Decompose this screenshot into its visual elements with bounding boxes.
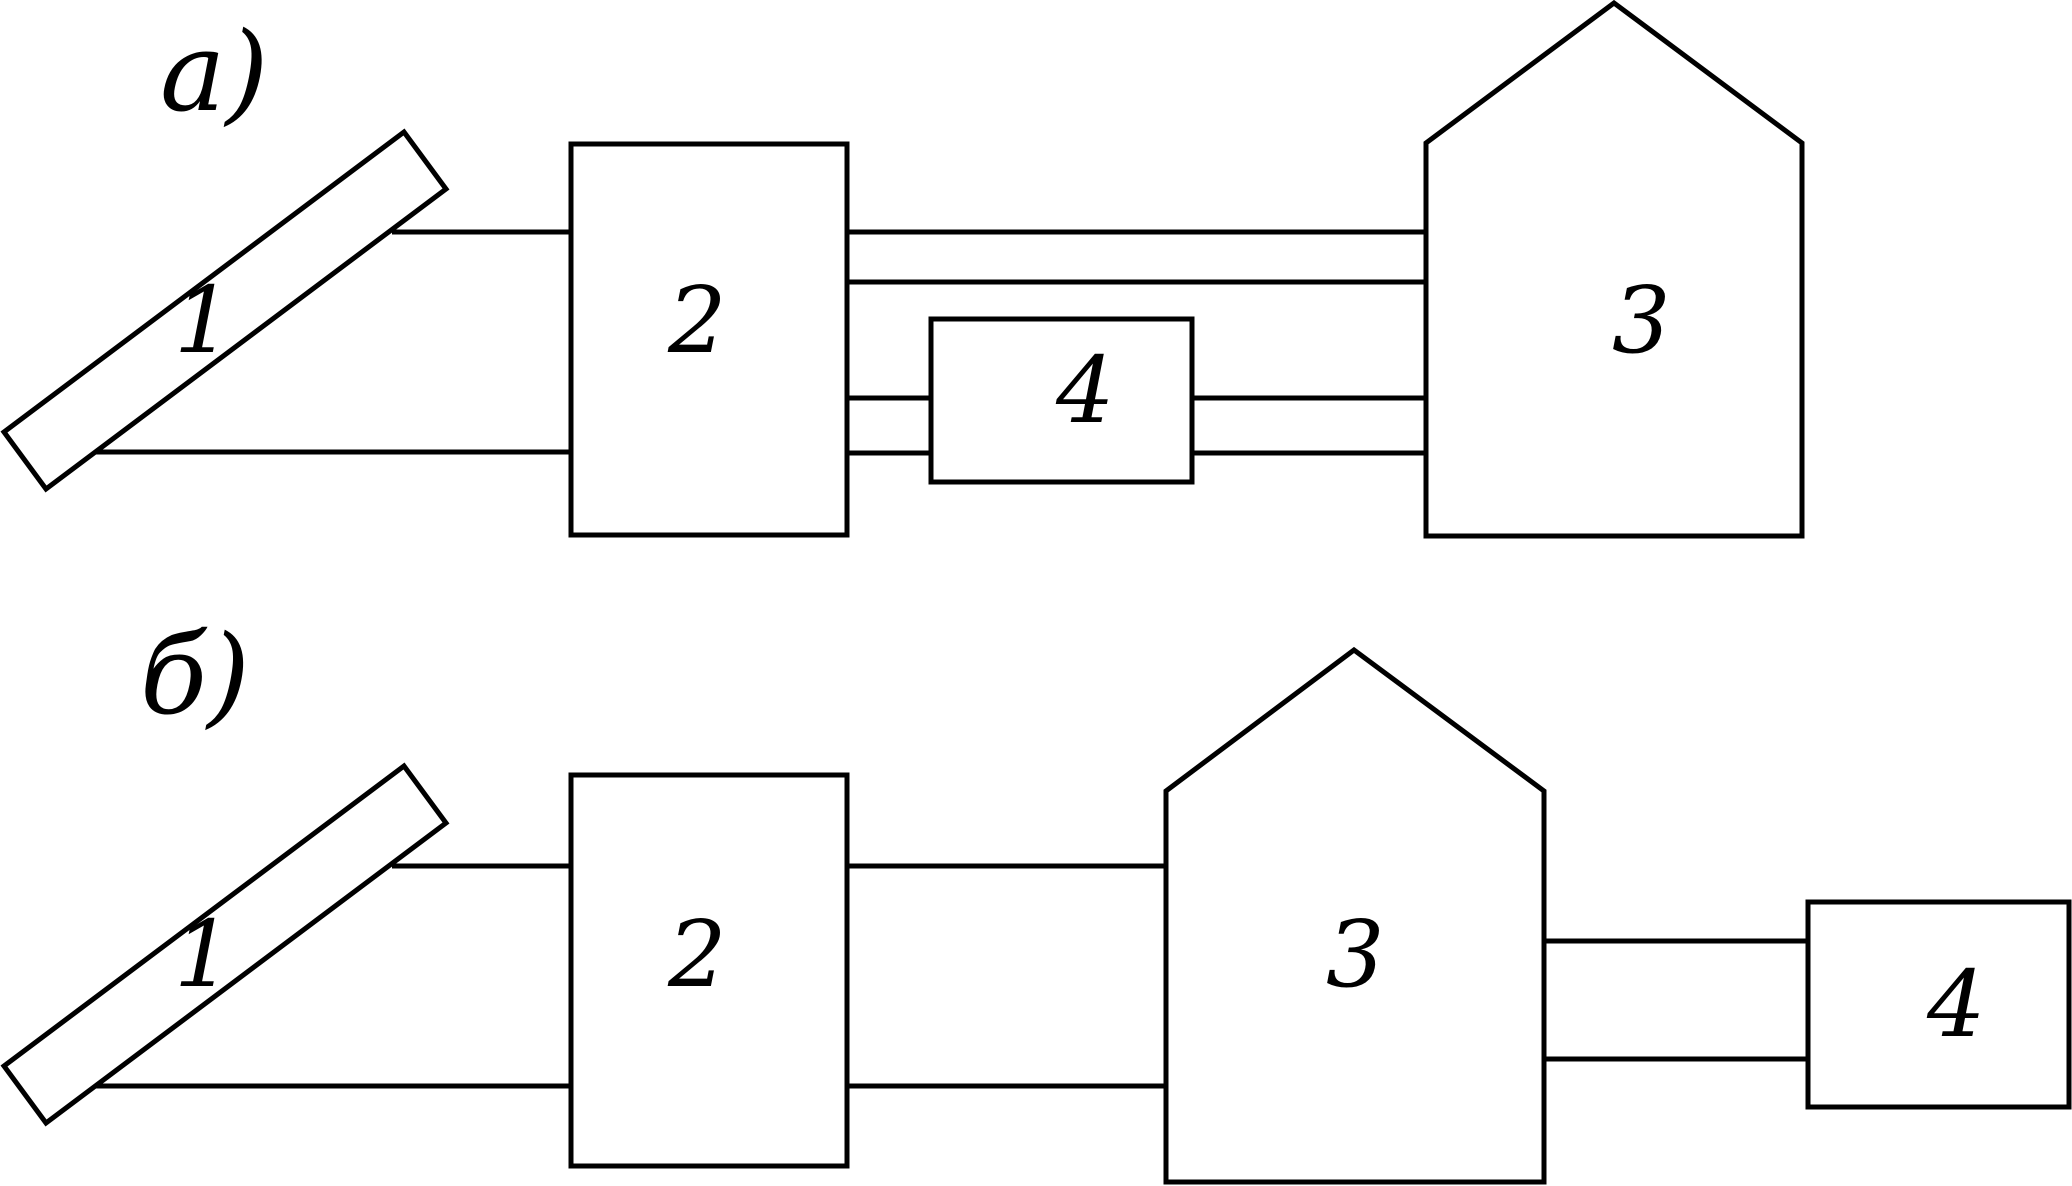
panel-b-block-1 <box>0 762 450 1127</box>
panel-a-block-2-label: 2 <box>667 267 727 374</box>
panel-a-label: а) <box>160 8 269 136</box>
panel-a-block-4-label: 4 <box>1055 337 1115 444</box>
panel-a: а) 1 2 4 3 <box>0 0 1805 539</box>
panel-a-block-2 <box>568 141 850 538</box>
panel-b-block-2-label: 2 <box>667 901 727 1008</box>
panel-b-block-1-label: 1 <box>174 901 233 1008</box>
panel-b-block-2 <box>568 772 850 1169</box>
panel-b-block-3 <box>1163 646 1547 1185</box>
panel-a-block-4 <box>928 316 1195 485</box>
panel-b: б) 1 2 3 4 <box>0 611 2072 1185</box>
panel-b-block-3-label: 3 <box>1326 901 1385 1008</box>
panel-a-block-3 <box>1423 0 1805 539</box>
panel-a-block-1-label: 1 <box>174 267 233 374</box>
panel-a-block-1 <box>0 128 450 493</box>
panel-b-label: б) <box>140 611 250 739</box>
panel-b-block-4-label: 4 <box>1926 951 1986 1058</box>
panel-a-block-3-label: 3 <box>1612 267 1671 374</box>
panel-b-block-4 <box>1805 899 2072 1110</box>
